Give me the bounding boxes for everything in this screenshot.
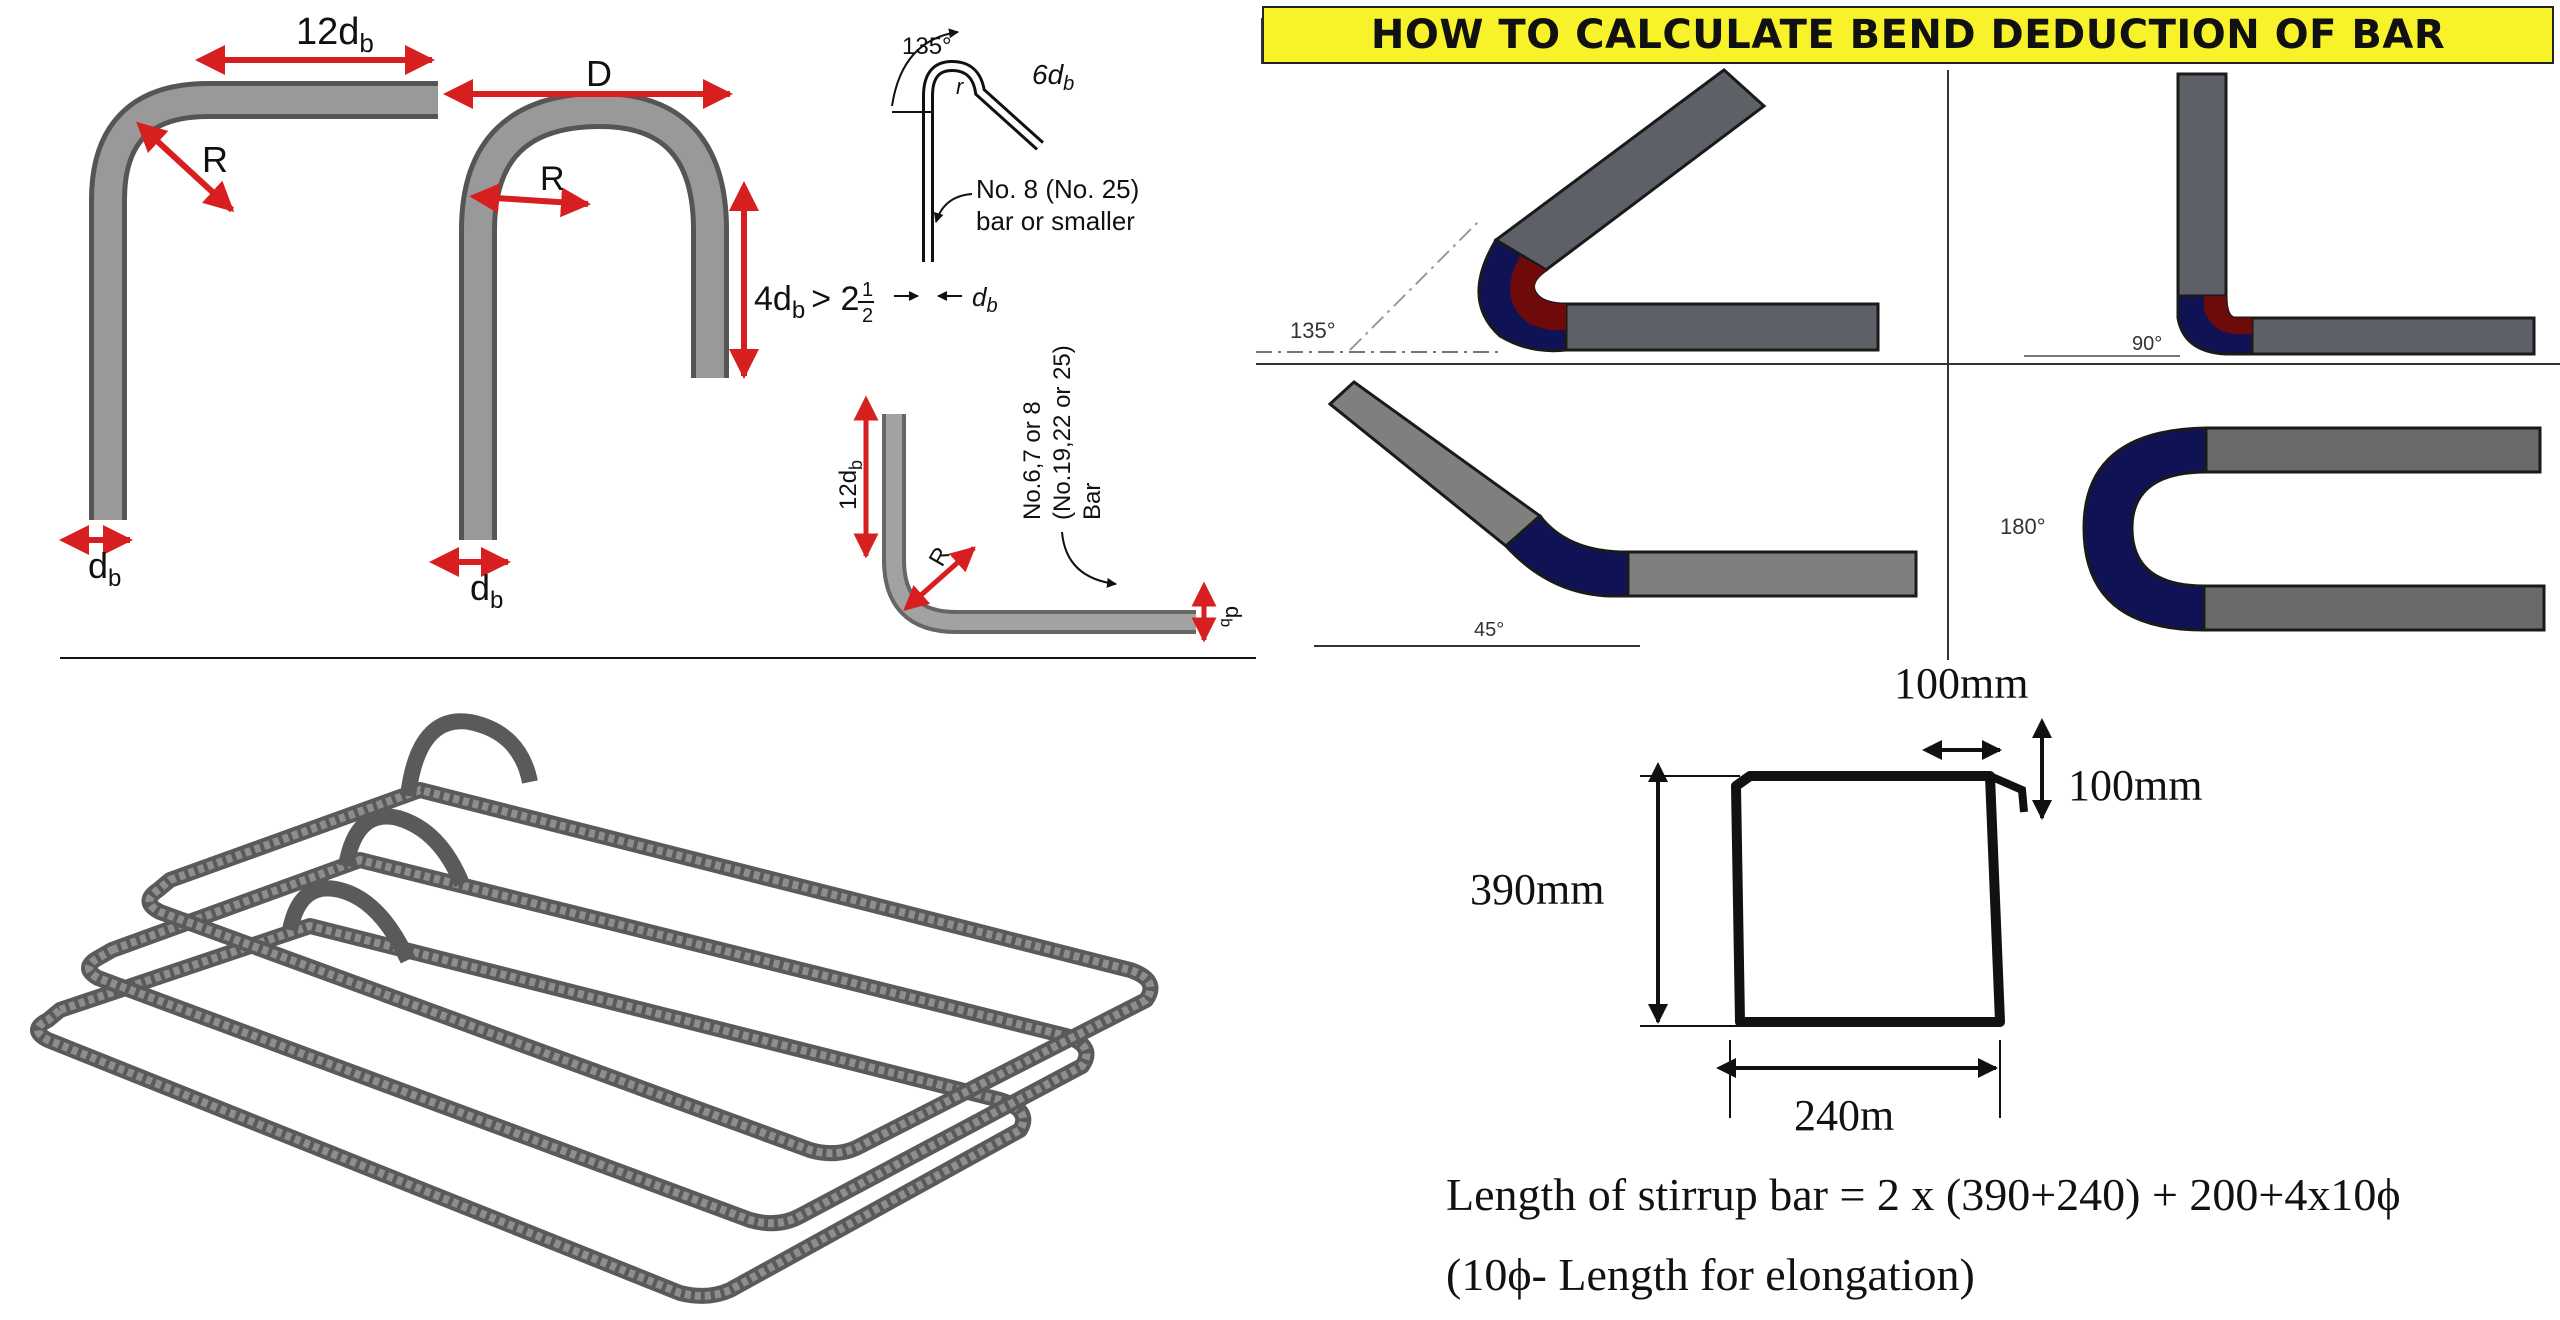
hook-180-bar-diameter-label: db [470,567,503,614]
stirrup-3 [145,786,1155,1158]
bend-90-label: 90° [2132,333,2162,355]
bend-135-ref [1349,219,1481,351]
hook-90-diameter-label: db [88,545,121,592]
hook-180-extension-label: 4db> 2 [754,280,859,324]
hook-90-small-note-line3: Bar [1079,483,1106,520]
hook-135-ext-label: 6db [1032,59,1074,95]
hook-90-small-dia-label: db [1217,606,1246,627]
hook-180-bar [464,95,724,540]
hook-180-diagram: D R 4db> 2 1 2 db [429,53,874,614]
bend-45-leg-diagonal [1327,380,1543,548]
hook-135-angle-arc [891,28,959,107]
hook-90-small-diagram: 12db R No.6,7 or 8 (No.19,22 or 25) Bar … [835,345,1246,643]
stirrup-width-label: 240m [1794,1091,1894,1140]
hook-135-note-leader [933,193,973,223]
hook-90-length-label: 12db [296,11,374,58]
bend-45-label: 45° [1474,619,1504,641]
page-title: HOW TO CALCULATE BEND DEDUCTION OF BAR [1370,12,2446,58]
hook-90-small-note-line1: No.6,7 or 8 [1019,401,1046,520]
hook-180-frac-num: 1 [862,279,873,301]
stirrup-dimension-drawing: 100mm 100mm 390mm 240m [1470,659,2202,1140]
bend-90-curve-inner [2204,296,2252,334]
bend-180-leg-bottom [2202,584,2546,632]
stirrup-3d-illustration [30,713,1159,1304]
hook-180-radius-label: R [540,160,565,198]
hook-135-dia-label: db [972,282,998,317]
stirrup-2 [85,856,1091,1228]
bend-45-curve [1503,513,1630,598]
hook-135-note-line1: No. 8 (No. 25) [976,174,1139,204]
bend-90-panel: 90° [2024,72,2536,357]
hook-135-angle-label: 135° [902,33,952,60]
hook-135-note-line2: bar or smaller [976,206,1135,236]
bend-90-leg-vertical [2176,72,2228,298]
stirrup-3-hook [400,713,538,798]
hook-90-small-length-label: 12db [835,460,866,510]
bend-180-curve [2082,426,2208,632]
stirrup-1-hook [282,880,416,964]
stirrup-formula-note: (10ϕ- Length for elongation) [1446,1249,1975,1300]
stirrup-height-label: 390mm [1470,865,1604,914]
bend-135-label: 135° [1290,318,1336,343]
stirrup-hook-height-label: 100mm [2068,761,2202,810]
stirrup-rectangle [1731,771,2005,1027]
bend-180-leg-top [2204,426,2542,474]
hook-180-radius-arrow [469,183,591,218]
bend-90-leg-horizontal [2250,316,2536,356]
bend-180-panel: 180° [2000,426,2546,632]
bend-135-curve-inner [1510,256,1566,331]
bend-135-panel: 135° [1256,68,1880,353]
hook-90-small-note-leader [1061,531,1117,588]
bend-45-panel: 45° [1314,380,1918,647]
hook-90-bar-outline [89,81,438,520]
hook-180-bar-outline [459,90,729,540]
hook-135-diagram: 135° 6db r No. 8 (No. 25) bar or smaller… [891,28,1139,317]
hook-135-bar [925,62,1043,262]
bend-panels: 135° 90° 45° [1256,18,2560,660]
hook-180-diameter-label: D [586,53,612,94]
hook-90-bar [94,86,438,520]
hook-90-diagram: 12db R db [59,11,438,592]
hook-90-radius-arrow [136,121,235,213]
hook-180-frac-den: 2 [862,305,873,327]
stirrup-hook-end [1988,772,2028,813]
hook-90-small-note-line2: (No.19,22 or 25) [1049,345,1076,520]
title-banner: HOW TO CALCULATE BEND DEDUCTION OF BAR [1262,6,2554,64]
stirrup-2-hook [338,808,470,888]
hook-90-small-radius-arrow [903,546,976,611]
bend-135-leg-horizontal [1564,302,1880,352]
hook-90-radius-label: R [202,139,228,180]
stirrup-formula: Length of stirrup bar = 2 x (390+240) + … [1446,1169,2401,1220]
bend-180-label: 180° [2000,514,2046,539]
stirrup-hook-width-label: 100mm [1894,659,2028,708]
hook-135-radius-label: r [956,74,965,99]
bend-135-leg-diagonal [1493,68,1767,272]
bend-45-leg-horizontal [1626,550,1918,598]
